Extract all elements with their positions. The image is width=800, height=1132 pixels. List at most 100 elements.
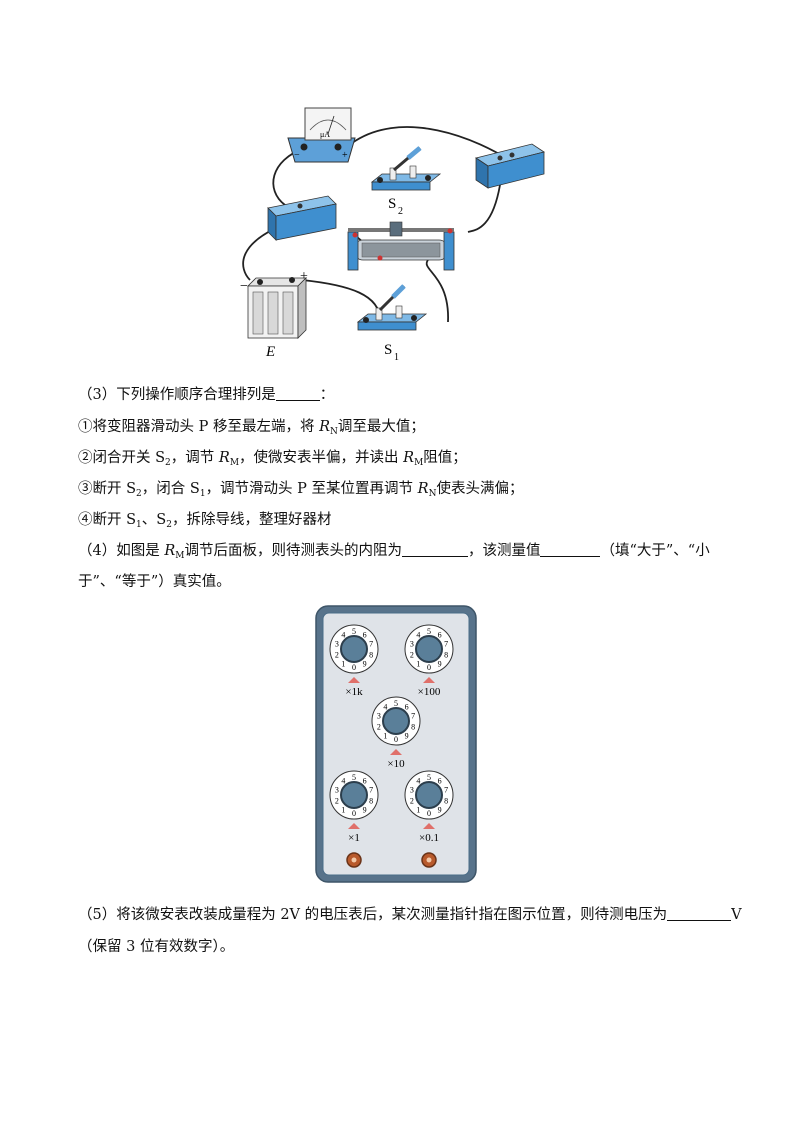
- q5-line2: （保留 3 位有效数字）。: [78, 939, 235, 955]
- dial-digit: 5: [394, 699, 398, 708]
- dial-digit: 3: [335, 785, 339, 794]
- q3-step3: ③断开 S2，闭合 S1，调节滑动头 P 至某位置再调节 RN使表头满偏；: [78, 481, 524, 499]
- dial-digit: 2: [410, 651, 414, 660]
- q4-line2: 于”、“等于”）真实值。: [78, 574, 231, 590]
- dial-digit: 0: [427, 663, 431, 672]
- dial-digit: 8: [444, 651, 448, 660]
- dial-digit: 3: [377, 711, 381, 720]
- circuit-figure: μA − + S 2: [240, 107, 545, 363]
- dial-digit: 3: [335, 639, 339, 648]
- s2-label: S: [388, 196, 396, 212]
- dial-digit: 0: [352, 663, 356, 672]
- dial-digit: 6: [405, 702, 409, 711]
- dial-digit: 4: [416, 630, 420, 639]
- dial-digit: 1: [416, 660, 420, 669]
- dial-digit: 9: [363, 806, 367, 815]
- dial-digit: 4: [383, 702, 387, 711]
- battery-minus: −: [240, 279, 248, 294]
- dial-digit: 8: [444, 797, 448, 806]
- dial-marker: [348, 677, 360, 683]
- dial-digit: 7: [444, 639, 448, 648]
- dial-marker: [390, 749, 402, 755]
- meter-unit: μA: [320, 130, 330, 139]
- dial-digit: 7: [444, 785, 448, 794]
- resistance-box-right: [475, 143, 545, 189]
- dial-digit: 8: [411, 723, 415, 732]
- q4-line1: （4）如图是 RM调节后面板，则待测表头的内阻为，该测量值（填“大于”、“小: [78, 542, 710, 561]
- q4-blank-compare: [540, 542, 601, 557]
- dial-label: ×1: [348, 832, 360, 844]
- dial-digit: 8: [369, 797, 373, 806]
- dial-digit: 2: [335, 797, 339, 806]
- s1-label: S: [384, 342, 392, 358]
- dial-digit: 6: [438, 630, 442, 639]
- dial-digit: 9: [405, 732, 409, 741]
- dial-digit: 2: [335, 651, 339, 660]
- q4-blank-resistance: [401, 542, 468, 557]
- s2-sub: 2: [398, 206, 403, 217]
- dial-digit: 2: [377, 723, 381, 732]
- dial-digit: 7: [369, 639, 373, 648]
- dial-digit: 9: [363, 660, 367, 669]
- dial-digit: 2: [410, 797, 414, 806]
- dial-digit: 1: [341, 660, 345, 669]
- switch-s1: S 1: [356, 284, 428, 363]
- dial-label: ×100: [418, 686, 441, 698]
- dial-digit: 4: [416, 776, 420, 785]
- dial-label: ×10: [387, 758, 405, 770]
- battery: − + E: [240, 269, 308, 360]
- dial-digit: 5: [352, 627, 356, 636]
- q5-line1: （5）将该微安表改装成量程为 2V 的电压表后，某次测量指针指在图示位置，则待测…: [78, 906, 742, 923]
- dial-digit: 6: [438, 776, 442, 785]
- dial-digit: 1: [383, 732, 387, 741]
- dial-digit: 0: [352, 809, 356, 818]
- q3-step2: ②闭合开关 S2，调节 RM，使微安表半偏，并读出 RM阻值；: [78, 450, 467, 468]
- resistance-box-left: [267, 195, 337, 241]
- dial-digit: 4: [341, 630, 345, 639]
- dial-knob[interactable]: [415, 781, 443, 809]
- dial-label: ×1k: [345, 686, 363, 698]
- s1-sub: 1: [394, 352, 399, 363]
- dial-digit: 3: [410, 785, 414, 794]
- q3-prompt: （3）下列操作顺序合理排列是：: [78, 386, 335, 403]
- meter-plus: +: [342, 150, 348, 161]
- dial-digit: 0: [394, 735, 398, 744]
- dial-digit: 9: [438, 806, 442, 815]
- dial-digit: 8: [369, 651, 373, 660]
- dial-digit: 5: [427, 773, 431, 782]
- dial-digit: 7: [369, 785, 373, 794]
- meter-minus: −: [294, 150, 300, 161]
- dial-digit: 1: [416, 806, 420, 815]
- dial-marker: [423, 823, 435, 829]
- microammeter: μA − +: [287, 107, 356, 163]
- q3-step1: ①将变阻器滑动头 P 移至最左端，将 RN调至最大值；: [78, 419, 425, 437]
- dial-knob[interactable]: [340, 635, 368, 663]
- switch-s2: S 2: [370, 146, 442, 217]
- dial-digit: 1: [341, 806, 345, 815]
- dial-digit: 7: [411, 711, 415, 720]
- dial-digit: 5: [427, 627, 431, 636]
- dial-digit: 5: [352, 773, 356, 782]
- dial-digit: 3: [410, 639, 414, 648]
- battery-plus: +: [300, 269, 308, 284]
- slide-rheostat: [347, 221, 455, 271]
- dial-knob[interactable]: [415, 635, 443, 663]
- dial-knob[interactable]: [382, 707, 410, 735]
- q5-blank-voltage: [667, 906, 732, 921]
- q3-step4: ④断开 S1、S2，拆除导线，整理好器材: [78, 512, 332, 530]
- battery-label: E: [265, 344, 275, 360]
- dial-digit: 6: [363, 776, 367, 785]
- dial-marker: [423, 677, 435, 683]
- dial-label: ×0.1: [419, 832, 439, 844]
- dial-digit: 9: [438, 660, 442, 669]
- dial-digit: 4: [341, 776, 345, 785]
- q3-blank: [275, 386, 320, 401]
- dial-knob[interactable]: [340, 781, 368, 809]
- dial-marker: [348, 823, 360, 829]
